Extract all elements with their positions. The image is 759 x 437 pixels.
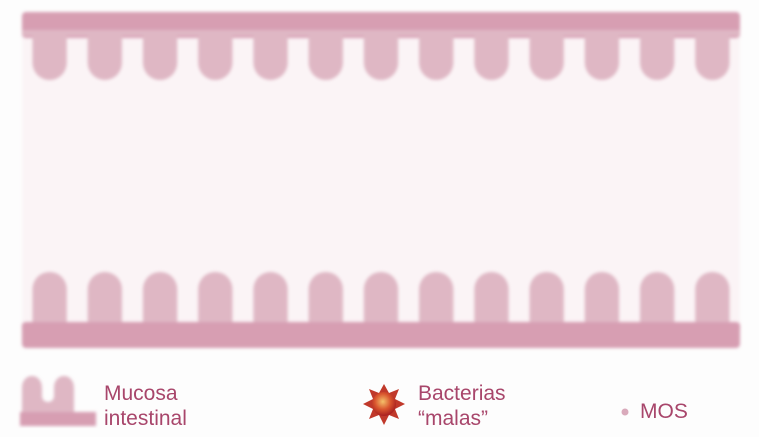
bottom-mucosa-band: [22, 322, 740, 348]
legend-mucosa-label: Mucosa intestinal: [104, 381, 187, 431]
legend-bacteria-line2: “malas”: [418, 406, 506, 431]
legend-mucosa-line1: Mucosa: [104, 381, 187, 406]
bacteria-icon: [363, 384, 405, 425]
mos-dot-icon: [622, 409, 629, 416]
legend-bacteria-line1: Bacterias: [418, 381, 506, 406]
legend-mos-label: MOS: [640, 399, 688, 424]
legend-bacteria-label: Bacterias “malas”: [418, 381, 506, 431]
legend-mos-text: MOS: [640, 399, 688, 424]
legend-mucosa-line2: intestinal: [104, 406, 187, 431]
mucosa-icon: [20, 376, 96, 426]
